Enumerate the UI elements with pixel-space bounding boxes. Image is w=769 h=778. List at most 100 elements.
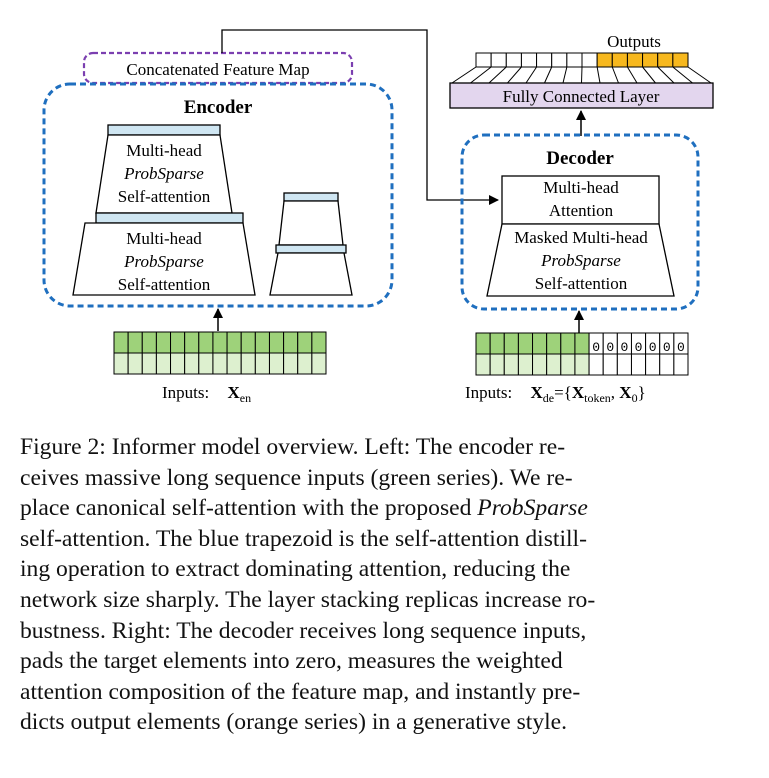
decoder-input-cell: [574, 332, 590, 355]
replica-upper-trapezoid: [278, 200, 344, 246]
decoder-attention-block: [501, 175, 660, 225]
output-cell: [490, 52, 507, 68]
decoder-input-cell: [532, 353, 548, 376]
decoder-input-cell: [503, 332, 519, 355]
encoder-container: [42, 82, 394, 308]
encoder-input-cell: [254, 331, 270, 354]
encoder-input-cell: [311, 331, 327, 354]
informer-diagram: Concatenated Feature Map Encoder Multi-h…: [42, 29, 714, 405]
encoder-lower-line-3: Self-attention: [118, 275, 211, 294]
decoder-inputs-label: Inputs: Xde={Xtoken, X0}: [465, 383, 646, 405]
projection-line: [562, 66, 568, 84]
decoder-input-cell: [532, 332, 548, 355]
encoder-input-cell: [127, 352, 143, 375]
caption-line: place canonical self-attention with the …: [20, 495, 588, 522]
encoder-input-cell: [226, 331, 242, 354]
decoder-masked-line-3: Self-attention: [535, 274, 628, 293]
encoder-input-cell: [240, 352, 256, 375]
caption-line: dicts output elements (orange series) in…: [20, 709, 568, 736]
decoder-input-cell: [560, 332, 576, 355]
decoder-input-cell: [574, 353, 590, 376]
zero-placeholder: 0: [592, 340, 600, 355]
encoder-input-cell: [198, 352, 214, 375]
concat-feature-map-label: Concatenated Feature Map: [126, 60, 309, 79]
decoder-input-cell: [645, 353, 661, 376]
replica-lower-trapezoid: [269, 252, 353, 296]
output-projection-lines: [451, 66, 712, 84]
encoder-input-cell: [170, 352, 186, 375]
decoder-input-cell: [475, 353, 491, 376]
encoder-input-cell: [212, 352, 228, 375]
output-cell: [611, 52, 628, 68]
caption-line: network size sharply. The layer stacking…: [20, 586, 596, 613]
decoder-input-cell: [517, 332, 534, 355]
output-cell: [626, 52, 644, 68]
projection-line: [626, 66, 638, 84]
projection-line: [544, 66, 553, 84]
encoder-input-cell: [113, 352, 129, 375]
output-cell: [551, 52, 568, 68]
caption-line: ceives massive long sequence inputs (gre…: [20, 464, 573, 491]
fully-connected-layer: [449, 82, 714, 109]
output-cell: [672, 52, 689, 68]
decoder-attention-line-2: Attention: [549, 201, 614, 220]
encoder-input-cell: [170, 331, 186, 354]
projection-line: [488, 66, 507, 84]
encoder-input-cell: [212, 331, 228, 354]
encoder-input-cell: [254, 352, 270, 375]
encoder-input-sequence: [113, 331, 327, 375]
encoder-inputs-label: Inputs: Xen: [162, 383, 251, 405]
caption-line: pads the target elements into zero, meas…: [20, 648, 563, 675]
zero-placeholder: 0: [649, 340, 657, 355]
caption-line: self-attention. The blue trapezoid is th…: [20, 525, 587, 552]
encoder-input-cell: [240, 331, 256, 354]
output-cell: [657, 52, 674, 68]
encoder-input-cell: [141, 331, 157, 354]
encoder-input-cell: [113, 331, 129, 354]
output-cell: [520, 52, 538, 68]
caption-line: ing operation to extract dominating atte…: [20, 556, 571, 583]
caption-line: Figure 2: Informer model overview. Left:…: [20, 434, 566, 460]
fully-connected-layer-label: Fully Connected Layer: [503, 87, 660, 106]
decoder-input-cell: [673, 353, 689, 376]
encoder-input-cell: [283, 331, 299, 354]
decoder-input-cell: [503, 353, 519, 376]
decoder-title: Decoder: [546, 148, 614, 169]
decoder-input-cell: [546, 353, 562, 376]
decoder-input-cell: [489, 353, 505, 376]
projection-line: [687, 66, 712, 84]
encoder-lower-line-1: Multi-head: [126, 229, 202, 248]
zero-placeholder: 0: [620, 340, 628, 355]
concat-feature-map-box: [82, 51, 354, 85]
encoder-upper-line-2: ProbSparse: [123, 164, 204, 183]
decoder-masked-line-2: ProbSparse: [540, 251, 621, 270]
output-sequence: [475, 52, 689, 68]
encoder-input-cell: [297, 352, 313, 375]
decoder-input-cell: [475, 332, 491, 355]
projection-line: [507, 66, 522, 84]
replica-middle-bar: [275, 244, 347, 254]
encoder-input-cell: [127, 331, 143, 354]
decoder-input-cell: [588, 353, 604, 376]
encoder-upper-line-1: Multi-head: [126, 141, 202, 160]
decoder-input-cell: [602, 353, 618, 376]
decoder-input-cell: [560, 353, 576, 376]
encoder-input-cell: [297, 331, 313, 354]
encoder-input-cell: [184, 331, 200, 354]
encoder-title: Encoder: [184, 97, 253, 118]
encoder-input-cell: [155, 352, 172, 375]
decoder-attention-line-1: Multi-head: [543, 178, 619, 197]
caption-line: attention composition of the feature map…: [20, 678, 581, 705]
zero-placeholder: 0: [606, 340, 614, 355]
projection-line: [642, 66, 656, 84]
output-cell: [596, 52, 613, 68]
encoder-input-cell: [226, 352, 242, 375]
decoder-input-cell: [546, 332, 562, 355]
decoder-masked-trapezoid: [486, 223, 675, 297]
zero-placeholder: 0: [663, 340, 671, 355]
figure-caption: Figure 2: Informer model overview. Left:…: [20, 432, 750, 738]
projection-line: [451, 66, 477, 84]
projection-line: [525, 66, 537, 84]
encoder-input-cell: [268, 352, 285, 375]
zero-placeholder: 0: [677, 340, 685, 355]
